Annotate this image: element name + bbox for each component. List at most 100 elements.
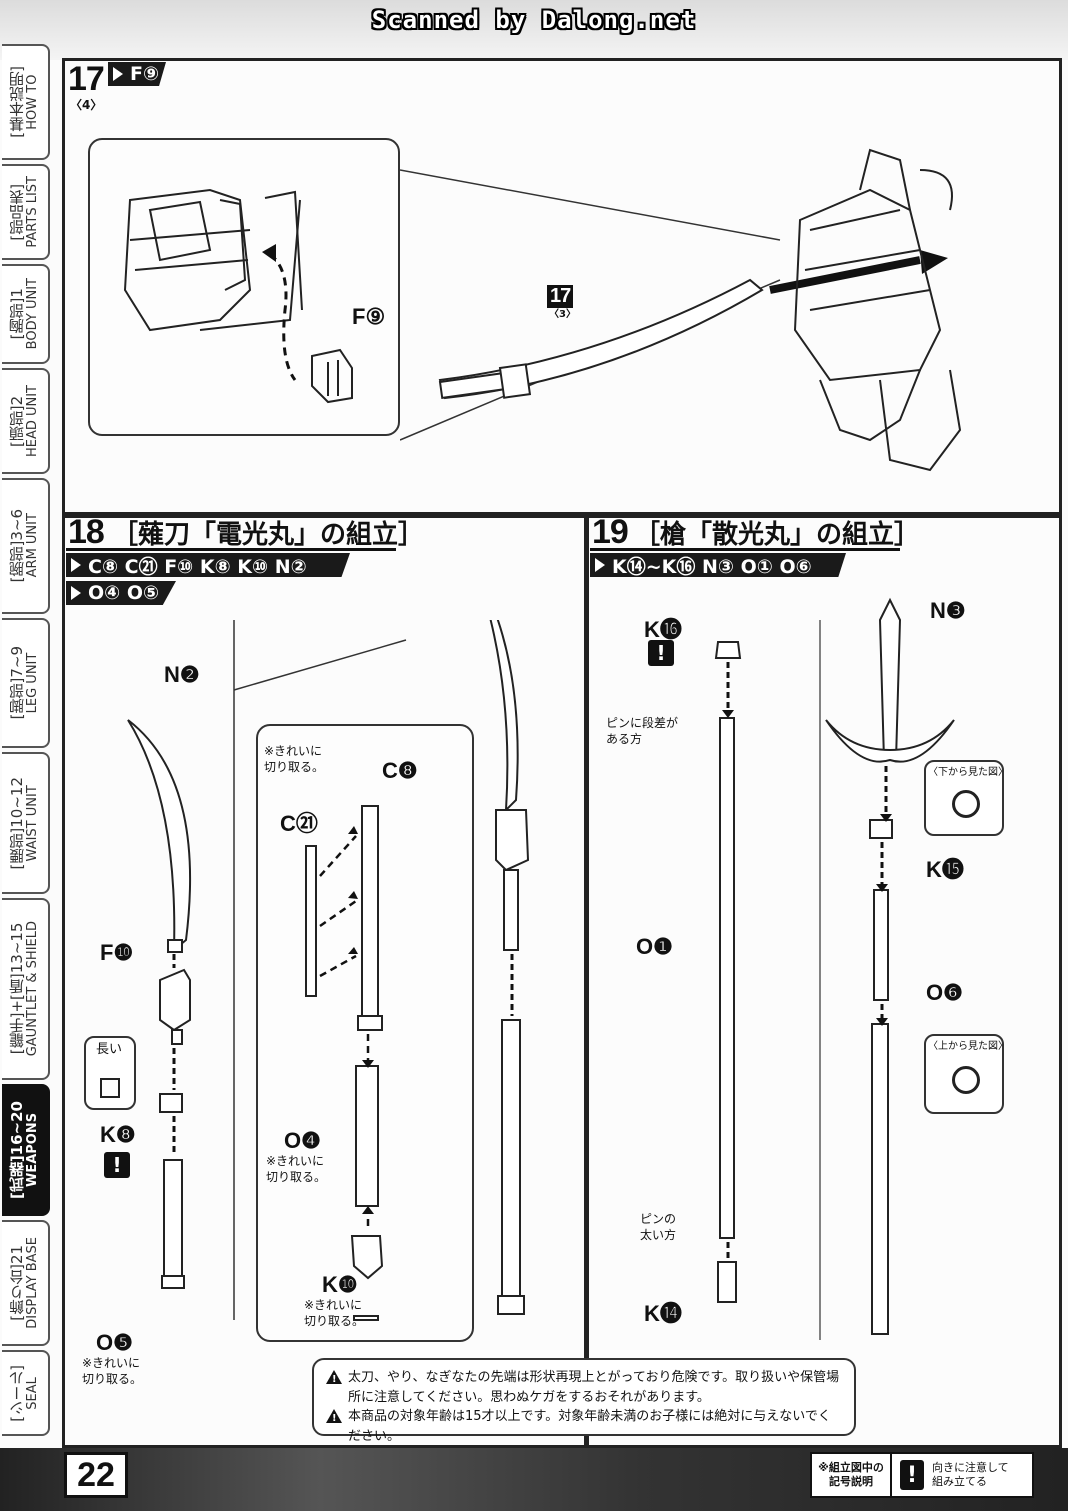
step17-detail-inset xyxy=(88,138,400,436)
side-tab-jp: [シール] xyxy=(8,1364,27,1422)
step19-number: 19 xyxy=(592,513,629,551)
note-clean-cut-o4: ※きれいに 切り取る。 xyxy=(266,1154,327,1184)
step18-number: 18 xyxy=(68,513,105,551)
step19-parts: K⑭~K⑯ N③ O① O⑥ xyxy=(590,553,846,577)
side-tab-en: DISPLAY BASE xyxy=(25,1237,41,1329)
side-tab-jp: [飾り台]21 xyxy=(8,1245,27,1321)
note-pin-thick: ピンの 太い方 xyxy=(640,1212,677,1242)
side-tab-jp: [腕部]3~6 xyxy=(8,509,27,583)
side-tab-jp: [武器]16~20 xyxy=(8,1100,27,1200)
label-k8: K❽ xyxy=(100,1122,136,1147)
side-tab-jp: [部品表] xyxy=(8,183,27,241)
side-tab-jp: [頭部]2 xyxy=(8,395,27,447)
side-tab-en: ARM UNIT xyxy=(25,513,41,579)
note-clean-cut-k10: ※きれいに 切り取る。 xyxy=(304,1298,365,1328)
step18-parts-line2: O④ O⑤ xyxy=(66,581,176,605)
ref-step17-sub: 〈3〉 xyxy=(549,309,576,320)
scan-credit: Scanned by Dalong.net xyxy=(371,6,697,34)
side-tab-en: SEAL xyxy=(25,1376,41,1410)
step19-title-underline xyxy=(590,548,900,551)
note-pin-step: ピンに段差が ある方 xyxy=(606,716,679,746)
legend-text: 向きに注意して 組み立てる xyxy=(932,1460,1009,1488)
step17-sub: 〈4〉 xyxy=(70,98,103,112)
side-tab-en: HEAD UNIT xyxy=(25,384,41,458)
label-n2: N❷ xyxy=(164,662,200,687)
step17-number: 17 xyxy=(68,60,105,98)
warning-row-1: 太刀、やり、なぎなたの先端は形状再現上とがっており危険です。取り扱いや保管場所に… xyxy=(326,1368,842,1407)
k15-bottom-view xyxy=(952,790,980,818)
side-tab-jp: [腰部]10~12 xyxy=(8,776,27,870)
k8-long-callout: 長い xyxy=(84,1036,136,1110)
side-tab-jp: [胸部]1 xyxy=(8,288,27,340)
side-tab-en: LEG UNIT xyxy=(25,652,41,714)
side-tab-en: BODY UNIT xyxy=(25,278,41,350)
step19-title: ［槍「散光丸」の組立］ xyxy=(634,520,921,550)
k8-top-view xyxy=(100,1078,120,1098)
side-tab-parts-list: [部品表]PARTS LIST xyxy=(2,164,50,260)
step18-inset-drawing xyxy=(305,805,384,1321)
ref-step17-number: 17 xyxy=(547,285,574,308)
side-tab-jp: [籠手]+[盾]13~15 xyxy=(8,923,27,1055)
orientation-warning-icon-k16: ! xyxy=(648,640,674,666)
label-c8: C❽ xyxy=(382,758,418,783)
warning-row-2: 本商品の対象年齢は15才以上です。対象年齢未満のお子様には絶対に与えないでくださ… xyxy=(326,1407,842,1446)
side-tab-en: WEAPONS xyxy=(25,1112,41,1188)
label-n3: N❸ xyxy=(930,598,966,623)
label-o5: O❺ xyxy=(96,1330,133,1355)
step18-parts-line1: C⑧ C㉑ F⑩ K⑧ K⑩ N② xyxy=(66,553,350,577)
shaft-top-view xyxy=(952,1066,980,1094)
step19-drawing xyxy=(714,597,955,1340)
step18-assembly-inset xyxy=(256,724,474,1342)
page-number: 22 xyxy=(64,1452,128,1498)
side-tab-en: GAUNTLET & SHIELD xyxy=(25,921,41,1057)
label-o6: O❻ xyxy=(926,980,963,1005)
label-o4: O❹ xyxy=(284,1128,321,1153)
note-view-top: 〈上から見た図〉 xyxy=(928,1041,1008,1052)
label-k16: K⓰ xyxy=(644,617,682,642)
side-tab-en: PARTS LIST xyxy=(25,176,41,248)
warning-text-1: 太刀、やり、なぎなたの先端は形状再現上とがっており危険です。取り扱いや保管場所に… xyxy=(348,1370,840,1405)
label-long: 長い xyxy=(96,1042,123,1057)
orientation-warning-icon: ! xyxy=(900,1460,924,1490)
side-tab-how-to: [基本説明]HOW TO xyxy=(2,44,50,160)
side-tab-en: HOW TO xyxy=(25,74,41,130)
side-tab-jp: [基本説明] xyxy=(8,66,27,138)
step17-parts: F⑨ xyxy=(108,62,166,86)
step17-main-drawing xyxy=(400,148,962,472)
side-tab-label: [部品表]PARTS LIST xyxy=(8,176,41,248)
label-c21: C㉑ xyxy=(280,811,318,836)
note-clean-cut-o5: ※きれいに 切り取る。 xyxy=(82,1356,143,1386)
safety-warning-panel: 太刀、やり、なぎなたの先端は形状再現上とがっており危険です。取り扱いや保管場所に… xyxy=(312,1358,856,1444)
symbol-legend: ※組立図中の 記号説明 ! 向きに注意して 組み立てる xyxy=(810,1452,1034,1498)
side-tab-jp: [脚部]7~9 xyxy=(8,646,27,720)
label-o1: O❶ xyxy=(636,934,673,959)
warning-text-2: 本商品の対象年齢は15才以上です。対象年齢未満のお子様には絶対に与えないでくださ… xyxy=(348,1409,831,1444)
step18-title-underline xyxy=(66,548,396,551)
label-k14: K⓮ xyxy=(644,1301,682,1326)
side-tab-label: [基本説明]HOW TO xyxy=(8,66,41,138)
top-view-callout: 〈上から見た図〉 xyxy=(924,1034,1008,1114)
side-tab-seal: [シール]SEAL xyxy=(2,1350,50,1436)
label-f9: F⑨ xyxy=(352,304,386,329)
waist-detail-drawing xyxy=(123,188,353,404)
header-band xyxy=(0,0,1068,60)
step18-drawing xyxy=(127,620,530,1320)
